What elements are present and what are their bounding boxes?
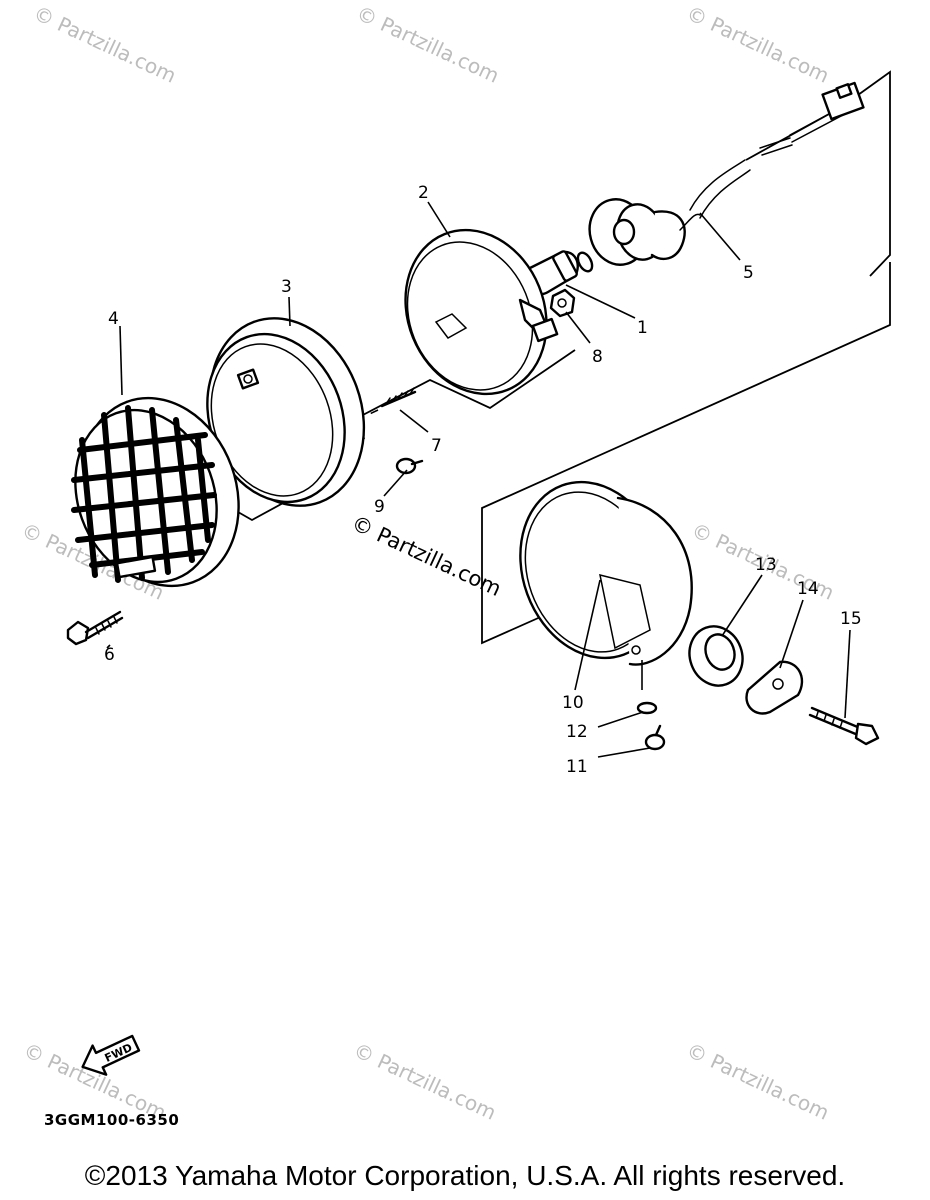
part-label-5: 5	[743, 263, 754, 283]
part-label-8: 8	[592, 347, 603, 367]
watermark-top-right: © Partzilla.com	[683, 1, 833, 88]
part-screw-11	[644, 724, 666, 751]
part-label-14: 14	[797, 579, 819, 599]
callout-lines	[106, 201, 851, 758]
part-washer	[636, 701, 658, 715]
part-label-11: 11	[566, 757, 588, 777]
part-socket-harness	[588, 81, 865, 266]
watermark-bottom-middle: © Partzilla.com	[350, 1038, 500, 1125]
part-bulb	[526, 250, 594, 296]
part-label-2: 2	[418, 183, 429, 203]
part-label-13: 13	[755, 555, 777, 575]
watermark-bottom-right: © Partzilla.com	[683, 1038, 833, 1125]
part-grille-guard	[71, 396, 240, 588]
grille-mesh	[71, 405, 217, 583]
watermark-top-left: © Partzilla.com	[30, 1, 180, 88]
part-labels: 1 2 3 4 5 6 7 8 9 10 11 12 13 14 15	[104, 183, 862, 777]
part-label-12: 12	[566, 722, 588, 742]
part-label-9: 9	[374, 497, 385, 517]
part-nut	[549, 288, 576, 318]
part-grommet	[688, 625, 744, 687]
part-label-4: 4	[108, 309, 119, 329]
part-label-7: 7	[431, 436, 442, 456]
copyright-notice: ©2013 Yamaha Motor Corporation, U.S.A. A…	[84, 1160, 846, 1191]
part-lens-unit	[404, 228, 559, 396]
part-bolt-15	[808, 706, 880, 746]
part-bolt-6	[66, 610, 124, 646]
diagram-code: 3GGM100-6350	[44, 1111, 180, 1129]
watermark-top-middle: © Partzilla.com	[353, 1, 503, 88]
part-screw-9	[395, 457, 424, 475]
part-label-10: 10	[562, 693, 584, 713]
part-label-6: 6	[104, 645, 115, 665]
part-headlight-housing	[519, 480, 693, 666]
part-label-15: 15	[840, 609, 862, 629]
part-label-1: 1	[637, 318, 648, 338]
bracket-line-right	[857, 70, 891, 277]
part-label-3: 3	[281, 277, 292, 297]
part-headlight-rim	[206, 317, 366, 507]
part-bracket	[745, 660, 804, 715]
